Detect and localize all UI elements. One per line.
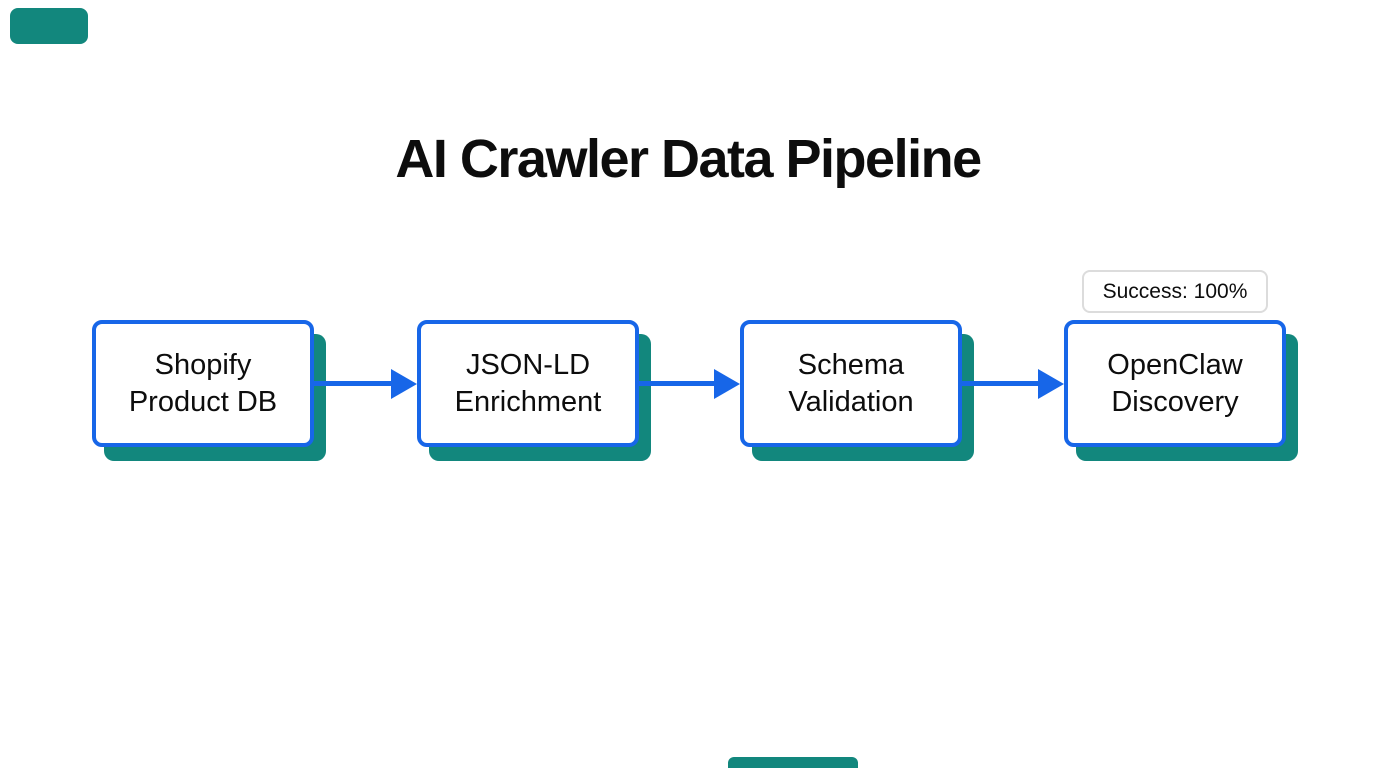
success-badge-label: Success: 100% [1102, 279, 1248, 303]
arrow-right-icon [1038, 369, 1064, 399]
node-label: OpenClaw Discovery [1107, 348, 1243, 418]
arrow-right-icon [391, 369, 417, 399]
node-label: Shopify Product DB [128, 348, 278, 418]
page-title: AI Crawler Data Pipeline [395, 129, 982, 190]
arrow-line [639, 381, 718, 386]
flow-arrow [962, 369, 1064, 399]
pipeline-node-json-ld-enrichment: JSON-LD Enrichment [417, 320, 639, 447]
success-badge: Success: 100% [1082, 270, 1268, 313]
flow-arrow [314, 369, 417, 399]
arrow-line [314, 381, 395, 386]
clipped-teal-shape-top-left [10, 8, 88, 44]
node-label: Schema Validation [788, 348, 914, 418]
pipeline-node-schema-validation: Schema Validation [740, 320, 962, 447]
node-label: JSON-LD Enrichment [454, 348, 602, 418]
clipped-teal-shape-bottom [728, 757, 858, 768]
flow-arrow [639, 369, 740, 399]
pipeline-node-shopify-product-db: Shopify Product DB [92, 320, 314, 447]
pipeline-node-openclaw-discovery: OpenClaw Discovery [1064, 320, 1286, 447]
arrow-line [962, 381, 1042, 386]
arrow-right-icon [714, 369, 740, 399]
